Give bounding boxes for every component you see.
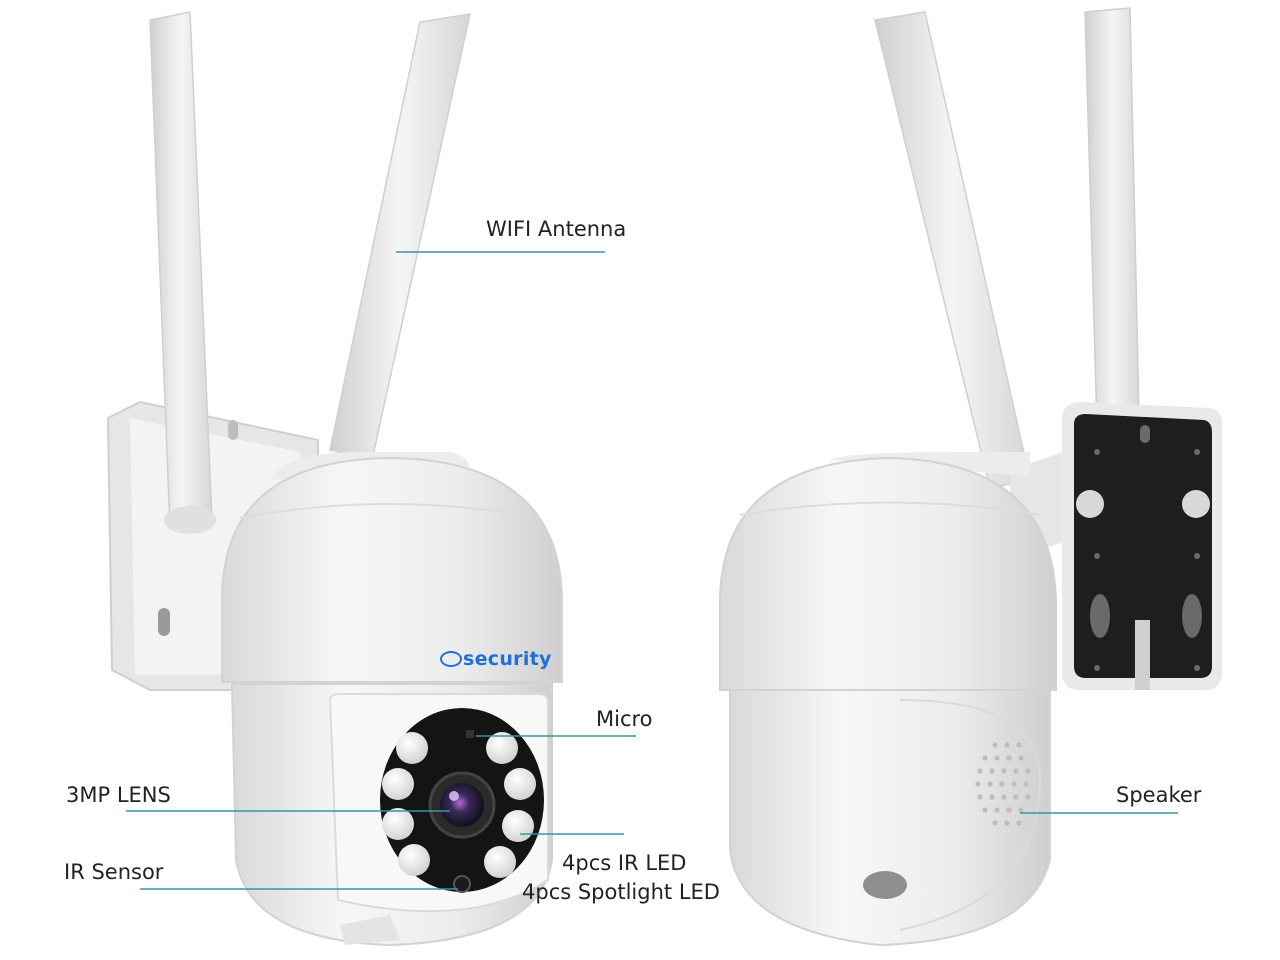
- led-array: [382, 732, 536, 878]
- microphone-hole: [466, 730, 474, 738]
- right-antenna-2: [1084, 7, 1141, 463]
- callout-lines: [126, 251, 1178, 890]
- label-speaker: Speaker: [1116, 783, 1202, 807]
- bottom-port: [863, 871, 907, 899]
- brand-logo-text: security: [463, 648, 552, 670]
- ir-sensor-dot: [453, 875, 471, 893]
- label-wifi-antenna: WIFI Antenna: [486, 217, 627, 241]
- brand-logo: security: [440, 650, 552, 669]
- right-lower-housing: [729, 689, 1051, 947]
- left-dome: [221, 456, 563, 683]
- brand-logo-icon: [440, 651, 462, 667]
- speaker-grille: [975, 742, 1031, 826]
- label-micro: Micro: [596, 707, 653, 731]
- label-spotlight-led: 4pcs Spotlight LED: [522, 880, 720, 904]
- label-ir-led: 4pcs IR LED: [562, 851, 687, 875]
- label-lens: 3MP LENS: [66, 783, 171, 807]
- left-antenna-2: [329, 13, 471, 461]
- right-camera: [719, 7, 1222, 947]
- right-dome: [719, 456, 1057, 691]
- right-antenna-1: [874, 11, 1031, 489]
- left-camera: [106, 11, 563, 947]
- label-ir-sensor: IR Sensor: [64, 860, 164, 884]
